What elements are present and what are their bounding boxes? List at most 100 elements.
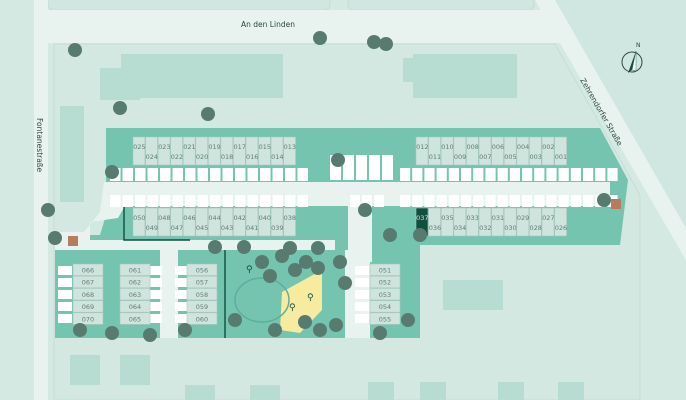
unit-shape[interactable] xyxy=(369,288,401,301)
unit-shape[interactable] xyxy=(369,275,401,289)
unit-shape[interactable] xyxy=(233,207,246,237)
unit-015[interactable]: 015 xyxy=(258,136,271,166)
unit-024[interactable]: 024 xyxy=(145,136,158,166)
unit-028[interactable]: 028 xyxy=(529,207,542,237)
unit-shape[interactable] xyxy=(283,136,296,166)
unit-059[interactable]: 059 xyxy=(186,300,218,313)
unit-shape[interactable] xyxy=(132,207,146,237)
unit-shape[interactable] xyxy=(186,288,218,301)
unit-shape[interactable] xyxy=(453,207,467,237)
unit-shape[interactable] xyxy=(186,263,218,276)
unit-006[interactable]: 006 xyxy=(491,136,505,166)
unit-058[interactable]: 058 xyxy=(186,288,218,301)
unit-shape[interactable] xyxy=(516,207,530,237)
unit-shape[interactable] xyxy=(369,263,401,276)
unit-043[interactable]: 043 xyxy=(220,207,234,237)
unit-shape[interactable] xyxy=(503,136,517,166)
unit-shape[interactable] xyxy=(170,207,183,237)
unit-041[interactable]: 041 xyxy=(245,207,259,237)
unit-shape[interactable] xyxy=(415,136,429,166)
unit-002[interactable]: 002 xyxy=(541,136,555,166)
unit-shape[interactable] xyxy=(208,136,221,166)
unit-shape[interactable] xyxy=(428,207,441,237)
unit-066[interactable]: 066 xyxy=(72,263,104,276)
unit-044[interactable]: 044 xyxy=(208,207,221,237)
unit-053[interactable]: 053 xyxy=(369,288,401,301)
unit-017[interactable]: 017 xyxy=(233,136,246,166)
unit-shape[interactable] xyxy=(245,207,259,237)
unit-025[interactable]: 025 xyxy=(132,136,145,166)
unit-056[interactable]: 056 xyxy=(186,263,218,276)
unit-063[interactable]: 063 xyxy=(119,288,151,301)
unit-shape[interactable] xyxy=(466,207,479,237)
unit-shape[interactable] xyxy=(145,207,158,237)
unit-shape[interactable] xyxy=(220,136,234,166)
unit-shape[interactable] xyxy=(72,312,104,325)
unit-shape[interactable] xyxy=(554,207,567,237)
unit-shape[interactable] xyxy=(119,263,151,276)
unit-033[interactable]: 033 xyxy=(466,207,479,237)
unit-065[interactable]: 065 xyxy=(119,312,151,325)
unit-shape[interactable] xyxy=(72,275,104,289)
unit-009[interactable]: 009 xyxy=(453,136,467,166)
unit-013[interactable]: 013 xyxy=(283,136,296,166)
unit-016[interactable]: 016 xyxy=(245,136,258,166)
unit-049[interactable]: 049 xyxy=(145,207,158,237)
unit-057[interactable]: 057 xyxy=(186,275,218,289)
unit-shape[interactable] xyxy=(195,136,208,166)
unit-shape[interactable] xyxy=(72,300,104,313)
unit-shape[interactable] xyxy=(145,136,158,166)
unit-001[interactable]: 001 xyxy=(554,136,568,166)
unit-shape[interactable] xyxy=(119,312,151,325)
unit-008[interactable]: 008 xyxy=(466,136,479,166)
unit-054[interactable]: 054 xyxy=(369,300,401,313)
unit-shape[interactable] xyxy=(182,207,196,237)
unit-005[interactable]: 005 xyxy=(503,136,517,166)
unit-shape[interactable] xyxy=(270,207,284,237)
unit-067[interactable]: 067 xyxy=(72,275,104,289)
unit-shape[interactable] xyxy=(119,288,151,301)
unit-046[interactable]: 046 xyxy=(182,207,196,237)
unit-shape[interactable] xyxy=(541,207,555,237)
unit-011[interactable]: 011 xyxy=(428,136,442,166)
unit-069[interactable]: 069 xyxy=(72,300,104,313)
unit-shape[interactable] xyxy=(220,207,234,237)
unit-023[interactable]: 023 xyxy=(157,136,171,166)
unit-shape[interactable] xyxy=(270,136,284,166)
unit-shape[interactable] xyxy=(369,312,401,325)
unit-018[interactable]: 018 xyxy=(220,136,234,166)
unit-070[interactable]: 070 xyxy=(72,312,104,325)
unit-060[interactable]: 060 xyxy=(186,312,218,325)
unit-035[interactable]: 035 xyxy=(440,207,454,237)
unit-shape[interactable] xyxy=(369,300,401,313)
unit-027[interactable]: 027 xyxy=(541,207,555,237)
unit-036[interactable]: 036 xyxy=(428,207,442,237)
unit-shape[interactable] xyxy=(491,207,504,237)
unit-040[interactable]: 040 xyxy=(258,207,271,237)
unit-shape[interactable] xyxy=(554,136,567,166)
unit-064[interactable]: 064 xyxy=(119,300,151,313)
unit-shape[interactable] xyxy=(119,275,151,289)
unit-shape[interactable] xyxy=(157,207,171,237)
unit-014[interactable]: 014 xyxy=(270,136,284,166)
unit-shape[interactable] xyxy=(541,136,555,166)
unit-shape[interactable] xyxy=(491,136,504,166)
unit-048[interactable]: 048 xyxy=(157,207,171,237)
unit-shape[interactable] xyxy=(72,263,104,276)
unit-051[interactable]: 051 xyxy=(369,263,401,276)
unit-shape[interactable] xyxy=(157,136,171,166)
unit-068[interactable]: 068 xyxy=(72,288,104,301)
unit-034[interactable]: 034 xyxy=(453,207,467,237)
unit-022[interactable]: 022 xyxy=(170,136,183,166)
unit-shape[interactable] xyxy=(170,136,183,166)
unit-shape[interactable] xyxy=(182,136,196,166)
unit-050[interactable]: 050 xyxy=(132,207,146,237)
unit-shape[interactable] xyxy=(428,136,441,166)
unit-shape[interactable] xyxy=(186,275,218,289)
unit-045[interactable]: 045 xyxy=(195,207,208,237)
unit-shape[interactable] xyxy=(440,207,454,237)
unit-shape[interactable] xyxy=(440,136,454,166)
unit-shape[interactable] xyxy=(503,207,517,237)
unit-shape[interactable] xyxy=(186,312,218,325)
